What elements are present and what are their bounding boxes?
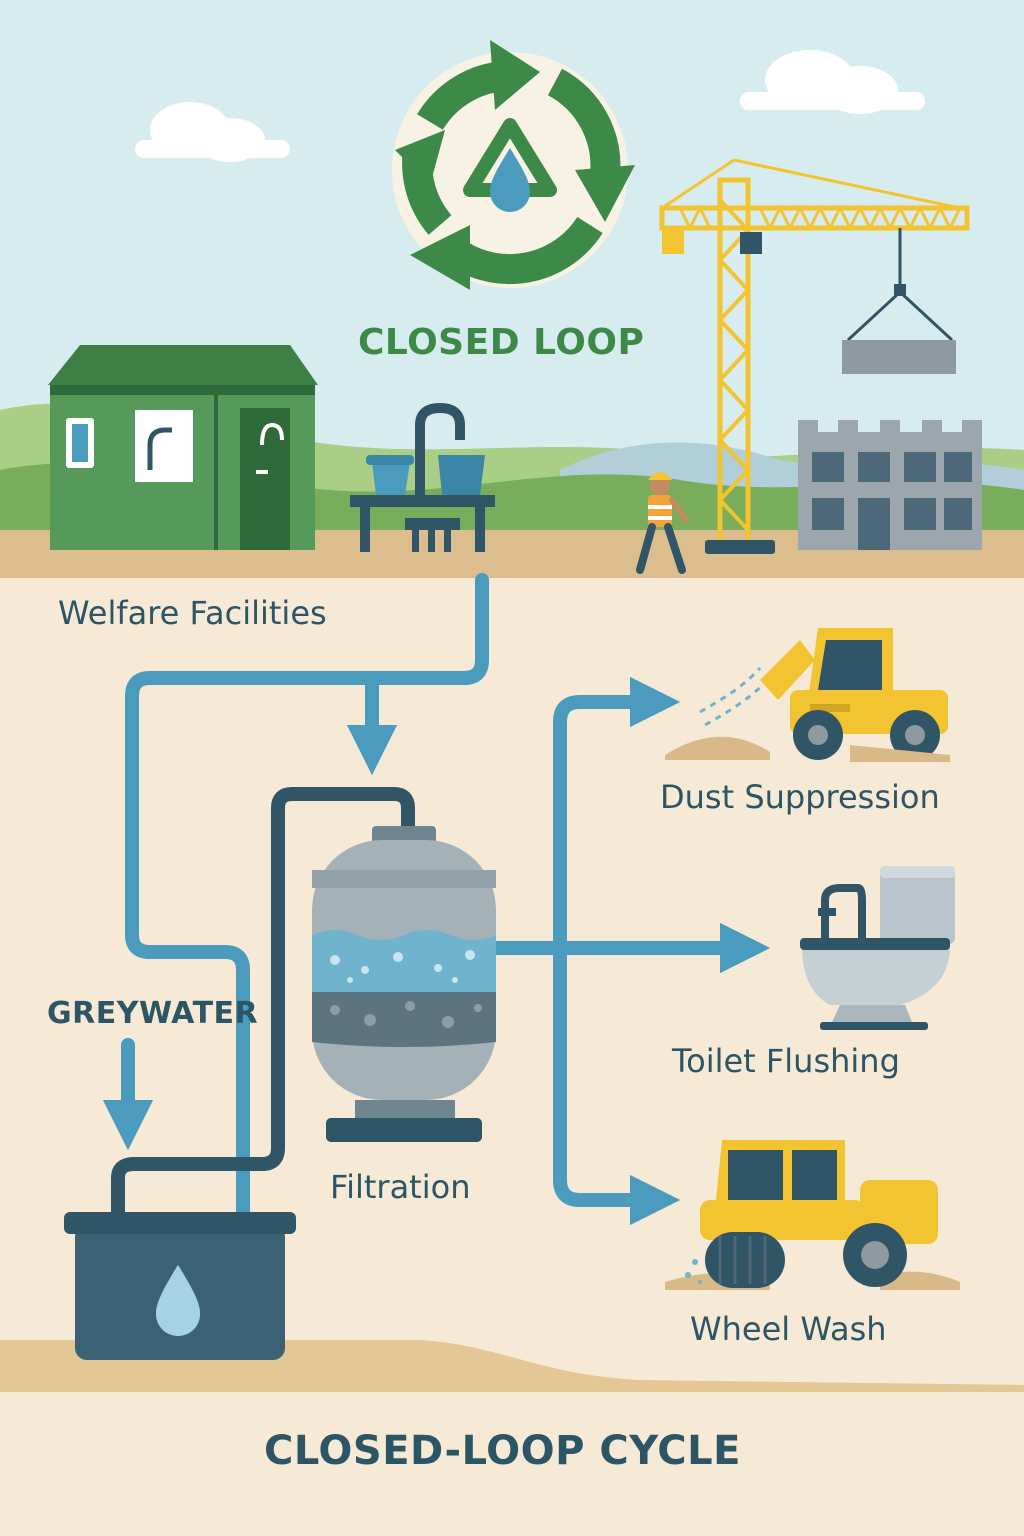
loop-title: CLOSED LOOP [358, 322, 645, 363]
filter-tank-icon [312, 826, 496, 1142]
dust-truck-icon [665, 628, 950, 762]
suspended-slab [842, 340, 956, 374]
cycle-title: CLOSED-LOOP CYCLE [264, 1428, 741, 1474]
water-drop-icon [156, 1265, 200, 1336]
label-greywater: GREYWATER [47, 996, 259, 1031]
label-toilet-flushing: Toilet Flushing [672, 1042, 900, 1080]
pipe-network [102, 573, 771, 1226]
toilet-icon [800, 866, 955, 1030]
wheel-wash-machine-icon [665, 1140, 960, 1290]
cloud [135, 102, 290, 162]
building-icon [798, 420, 982, 550]
crane-icon [659, 158, 970, 554]
label-wheel-wash: Wheel Wash [690, 1310, 887, 1348]
cloud [740, 50, 925, 114]
label-filtration: Filtration [330, 1168, 471, 1206]
worker-icon [636, 472, 689, 574]
cabin-icon [48, 345, 318, 550]
label-welfare-facilities: Welfare Facilities [58, 594, 327, 632]
label-dust-suppression: Dust Suppression [660, 778, 940, 816]
water-drop-icon [490, 148, 530, 212]
wash-station-icon [350, 402, 495, 552]
